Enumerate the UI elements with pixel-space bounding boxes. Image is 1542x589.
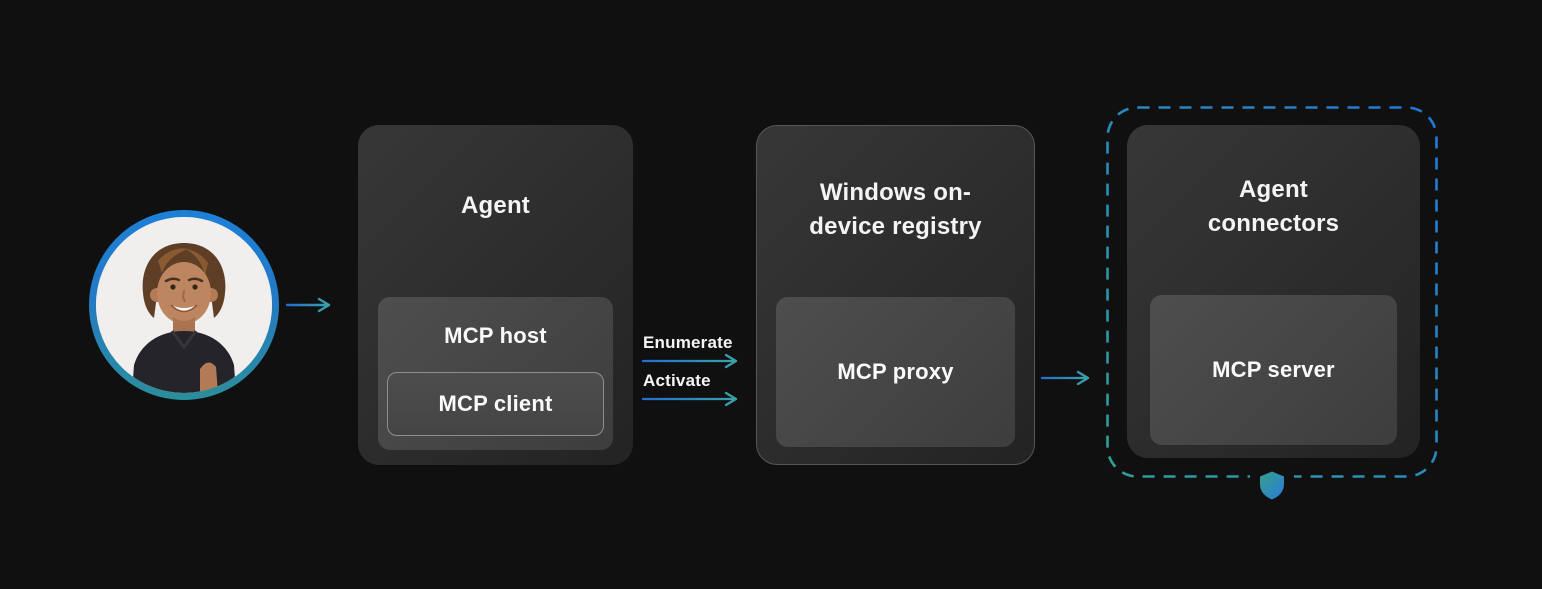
- mcp-proxy-label: MCP proxy: [837, 359, 954, 384]
- mcp-client-box: MCP client: [387, 372, 604, 436]
- agent-connectors-title: Agent connectors: [1127, 173, 1420, 241]
- registry-node: Windows on- device registry MCP proxy: [756, 125, 1035, 465]
- registry-title-line2: device registry: [809, 213, 982, 240]
- connectors-title-line2: connectors: [1207, 210, 1340, 237]
- user-avatar-photo: [96, 217, 272, 393]
- arrow-registry-to-connectors: [1041, 370, 1090, 386]
- mcp-client-label: MCP client: [438, 391, 553, 416]
- arrow-user-to-agent: [286, 297, 331, 313]
- arrow-activate: [642, 391, 738, 407]
- activate-edge-label: Activate: [643, 371, 711, 390]
- agent-node-title: Agent: [461, 192, 530, 219]
- registry-node-title: Windows on- device registry: [757, 176, 1034, 244]
- person-illustration: [96, 217, 272, 393]
- agent-connectors-node: Agent connectors MCP server: [1127, 125, 1420, 458]
- mcp-server-label: MCP server: [1212, 357, 1335, 382]
- connectors-title-line1: Agent: [1239, 176, 1308, 203]
- registry-title-line1: Windows on-: [819, 179, 972, 206]
- agent-node: Agent MCP host MCP client: [358, 125, 633, 465]
- mcp-server-box: MCP server: [1150, 295, 1397, 445]
- mcp-proxy-box: MCP proxy: [776, 297, 1015, 447]
- arrow-enumerate: [642, 353, 738, 369]
- security-shield-icon: [1260, 471, 1284, 500]
- user-avatar: [89, 210, 279, 400]
- enumerate-edge-label: Enumerate: [643, 333, 733, 352]
- mcp-host-box: MCP host MCP client: [378, 297, 613, 450]
- mcp-host-label: MCP host: [444, 323, 547, 348]
